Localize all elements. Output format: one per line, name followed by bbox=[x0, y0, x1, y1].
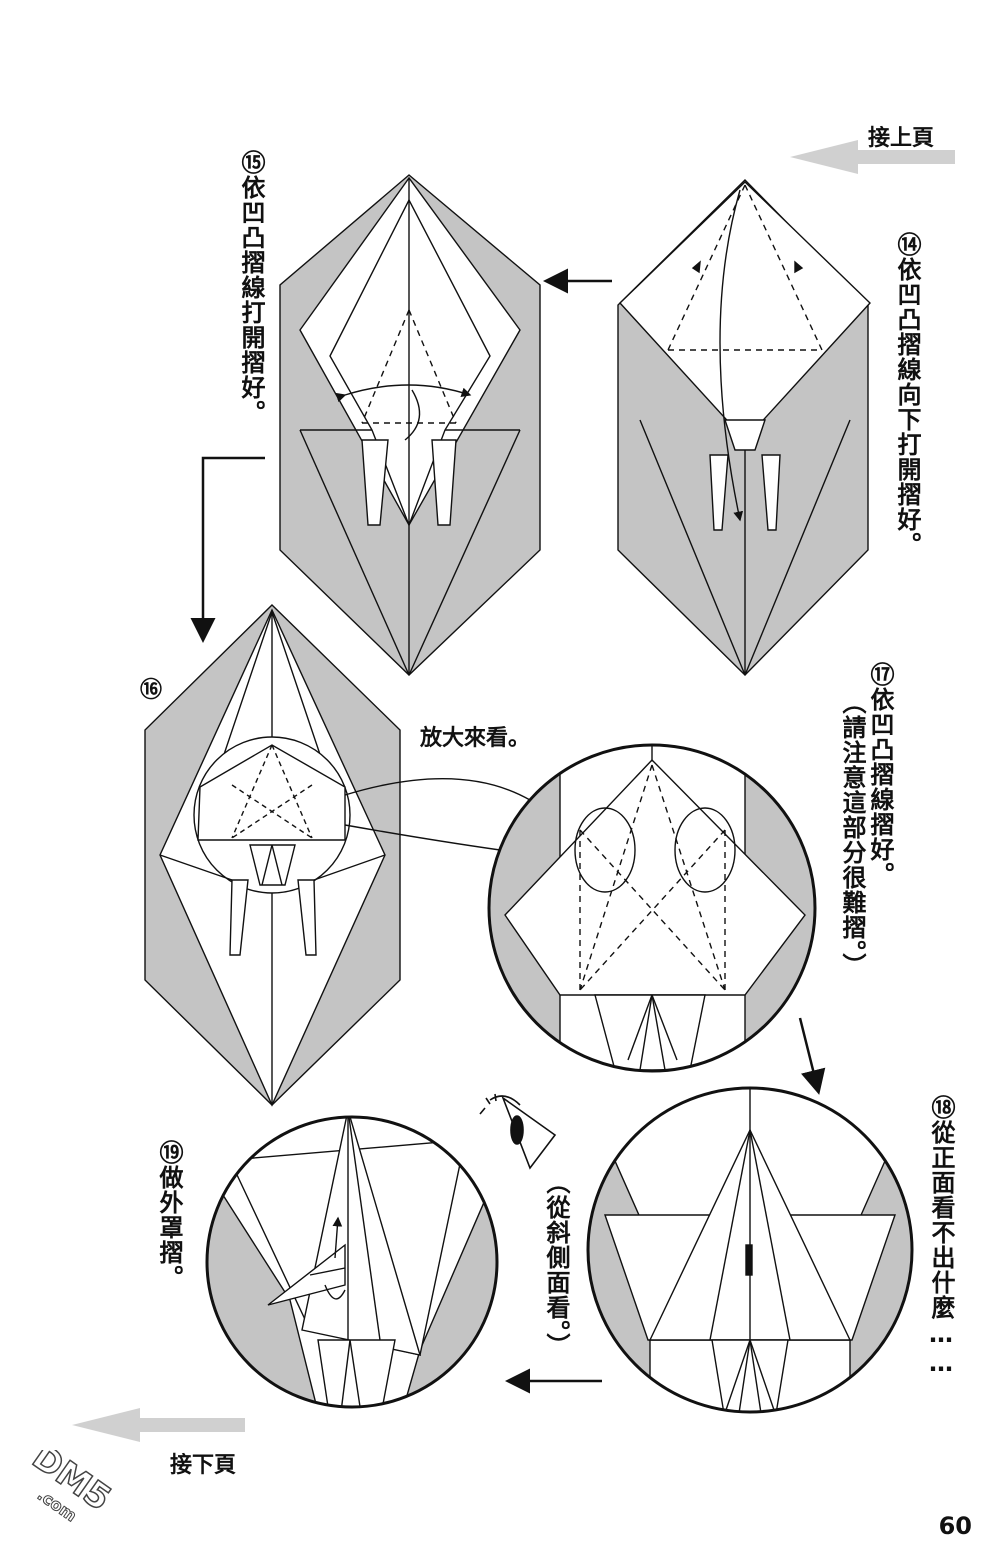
step16-figure bbox=[144, 604, 401, 1107]
side-view-note: （從斜側面看。） bbox=[542, 1170, 570, 1358]
step19-number: ⑲ bbox=[155, 1140, 183, 1165]
step17-zoom bbox=[487, 743, 817, 1073]
step17-instruction: ⑰依凹凸摺線摺好。 bbox=[866, 662, 894, 887]
step15-figure bbox=[279, 174, 541, 676]
step17-note: （請注意這部分很難摺。） bbox=[838, 690, 866, 978]
zoom-connector-2 bbox=[344, 824, 501, 851]
zoom-connector bbox=[344, 778, 531, 801]
step14-text: 依凹凸摺線向下打開摺好。 bbox=[893, 257, 921, 557]
step14-instruction: ⑭依凹凸摺線向下打開摺好。 bbox=[893, 232, 921, 557]
step16-number: ⑯ bbox=[140, 678, 163, 703]
watermark-logo: DM5 .com bbox=[24, 1450, 119, 1526]
step15-text: 依凹凸摺線打開摺好。 bbox=[237, 175, 265, 425]
step17-number: ⑰ bbox=[866, 662, 894, 687]
continued-on-arrow bbox=[72, 1408, 245, 1442]
step19-text: 做外罩摺。 bbox=[155, 1165, 183, 1290]
step15-number: ⑮ bbox=[237, 150, 265, 175]
arrow-17-to-18 bbox=[798, 1017, 826, 1095]
step14-figure bbox=[617, 179, 871, 676]
step18-text: 從正面看不出什麼…… bbox=[927, 1120, 955, 1378]
arrow-15-to-16 bbox=[190, 456, 265, 643]
page-number: 60 bbox=[938, 1512, 972, 1540]
continued-from-arrow bbox=[790, 140, 955, 174]
step17-text: 依凹凸摺線摺好。 bbox=[866, 687, 894, 887]
step18-front-view bbox=[586, 1086, 914, 1414]
continued-from-label: 接上頁 bbox=[868, 126, 935, 151]
zoom-note: 放大來看。 bbox=[420, 726, 531, 751]
continued-on-label: 接下頁 bbox=[170, 1453, 237, 1478]
step18-number: ⑱ bbox=[927, 1095, 955, 1120]
step18-instruction: ⑱從正面看不出什麼…… bbox=[927, 1095, 955, 1378]
step15-instruction: ⑮依凹凸摺線打開摺好。 bbox=[237, 150, 265, 425]
step19-instruction: ⑲做外罩摺。 bbox=[155, 1140, 183, 1290]
eye-icon bbox=[479, 1093, 557, 1170]
step14-number: ⑭ bbox=[893, 232, 921, 257]
step19-side-view bbox=[205, 1115, 499, 1409]
